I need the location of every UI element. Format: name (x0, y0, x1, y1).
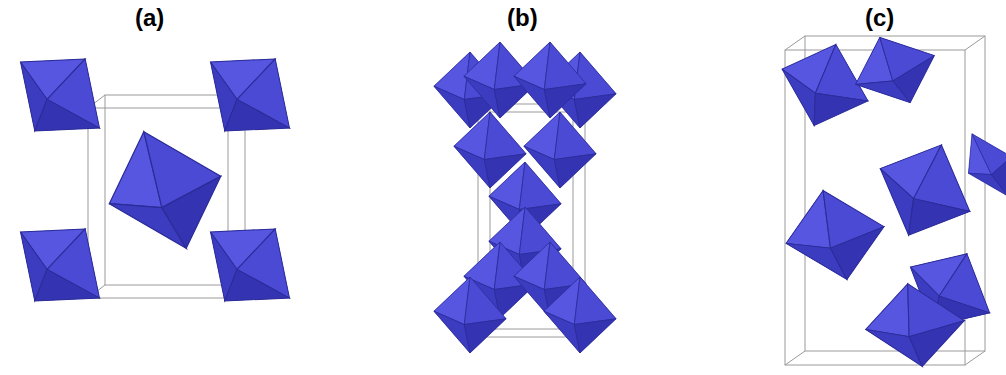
panel-c (770, 20, 1006, 375)
panel-a (0, 30, 317, 331)
panel-b (434, 42, 616, 353)
panel-label: (b) (507, 6, 538, 30)
panel-label: (a) (135, 6, 164, 30)
panel-label: (c) (865, 6, 894, 30)
